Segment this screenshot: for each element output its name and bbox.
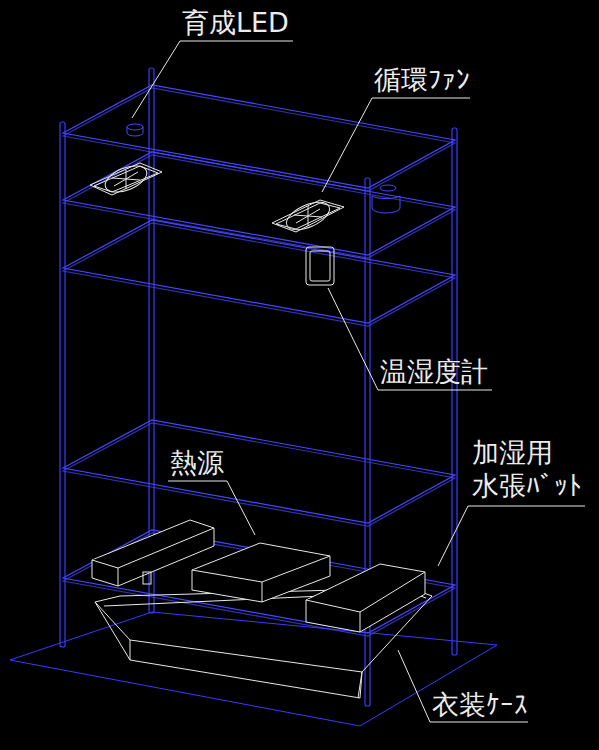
circulation-fan xyxy=(90,161,344,236)
shelf-plate xyxy=(63,220,455,323)
part-label: 温湿度計 xyxy=(380,355,488,388)
shelf-plate xyxy=(63,223,455,326)
shelf-plate xyxy=(63,85,455,188)
shelf-plate xyxy=(63,88,455,191)
part-label: 熱源 xyxy=(170,446,224,479)
part-label: 循環ﾌｧﾝ xyxy=(374,63,470,96)
part-label: 加湿用 水張ﾊﾞｯﾄ xyxy=(472,436,582,502)
part-label: 育成LED xyxy=(182,6,289,39)
heat-source xyxy=(92,520,425,632)
part-label: 衣装ｹｰｽ xyxy=(432,688,528,721)
leader-lines xyxy=(132,41,585,722)
thermo-hygrometer xyxy=(306,247,334,285)
shelf-plate xyxy=(63,423,455,526)
grow-led xyxy=(127,124,400,213)
shelf-plate xyxy=(63,420,455,523)
